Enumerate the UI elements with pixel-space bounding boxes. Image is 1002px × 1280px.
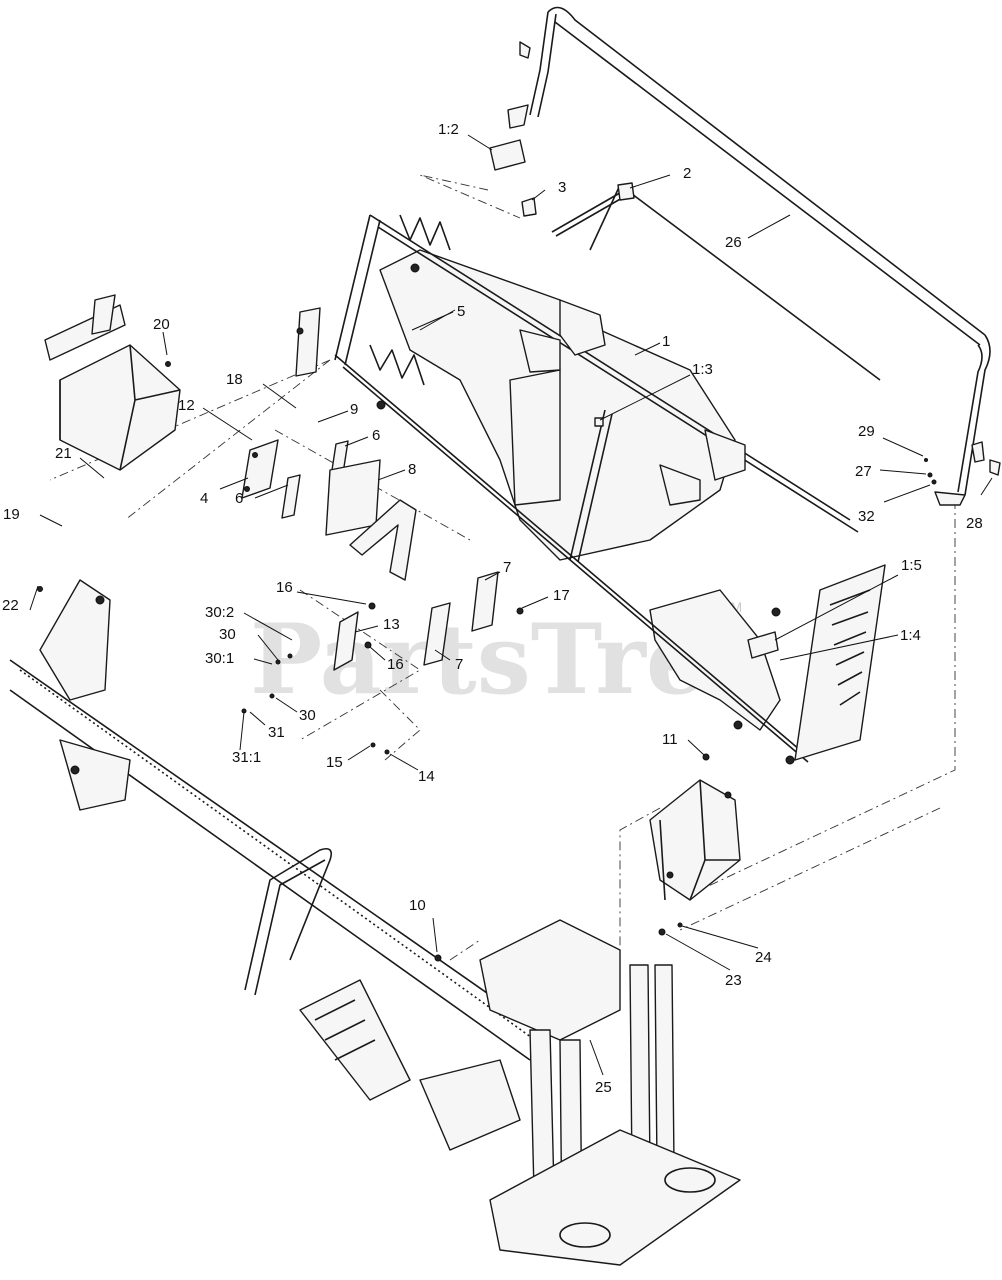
rod-2 (551, 189, 626, 233)
callout-30b: 30 (299, 707, 316, 724)
callout-25: 25 (595, 1079, 612, 1096)
callout-27: 27 (855, 463, 872, 480)
callout-5: 5 (457, 303, 465, 320)
callout-30-2: 30:2 (205, 604, 234, 621)
callout-32: 32 (858, 508, 875, 525)
callout-28: 28 (966, 515, 983, 532)
callout-11: 11 (662, 731, 678, 748)
plate-7b (423, 602, 451, 666)
callout-16b: 16 (387, 656, 404, 673)
callout-7a: 7 (503, 559, 511, 576)
callout-6b: 6 (235, 490, 243, 507)
plate-4 (241, 439, 279, 499)
callout-15: 15 (326, 754, 343, 771)
phantom-lines (49, 174, 956, 961)
callout-1: 1 (662, 333, 670, 350)
callout-31: 31 (268, 724, 285, 741)
callout-26: 26 (725, 234, 742, 251)
callout-16a: 16 (276, 579, 293, 596)
left-bracket-parts (37, 307, 524, 755)
callout-1-2: 1:2 (438, 121, 459, 138)
callout-labels: 1:2 3 2 26 1 1:3 18 12 9 6 8 4 6 5 21 19… (2, 121, 983, 1096)
callout-1-3: 1:3 (692, 361, 713, 378)
top-small-parts (489, 139, 635, 237)
callout-2: 2 (683, 165, 691, 182)
callout-13: 13 (383, 616, 400, 633)
callout-19: 19 (3, 506, 20, 523)
clip-3 (521, 197, 537, 217)
callout-24: 24 (755, 949, 772, 966)
callout-20: 20 (153, 316, 170, 333)
callout-30a: 30 (219, 626, 236, 643)
callout-18: 18 (226, 371, 243, 388)
callout-23: 23 (725, 972, 742, 989)
plate-7a (471, 571, 499, 632)
plate-21 (91, 294, 116, 335)
bucket-frame (334, 184, 886, 765)
callout-21: 21 (55, 445, 72, 462)
callout-22: 22 (2, 597, 19, 614)
callout-30-1: 30:1 (205, 650, 234, 667)
callout-1-5: 1:5 (901, 557, 922, 574)
callout-12: 12 (178, 397, 195, 414)
plate-9 (295, 307, 321, 377)
callout-1-4: 1:4 (900, 627, 921, 644)
decal-1-2 (489, 139, 526, 171)
callout-14: 14 (418, 768, 435, 785)
callout-8: 8 (408, 461, 416, 478)
callout-17: 17 (553, 587, 570, 604)
mount-bracket-11 (649, 753, 741, 901)
callout-3: 3 (558, 179, 566, 196)
callout-10: 10 (409, 897, 426, 914)
callout-31-1: 31:1 (232, 749, 261, 766)
right-small-parts (924, 458, 1001, 485)
base-tower (434, 919, 741, 1266)
plate-8 (325, 459, 381, 536)
chassis-rail (9, 659, 541, 1151)
callout-4: 4 (200, 490, 208, 507)
arm-13 (333, 611, 359, 671)
decals (747, 631, 779, 659)
callout-9: 9 (350, 401, 358, 418)
left-carriage (39, 294, 181, 701)
callout-6a: 6 (372, 427, 380, 444)
callout-7b: 7 (455, 656, 463, 673)
leader-lines (29, 134, 993, 1076)
strip-6b (281, 474, 301, 519)
callout-29: 29 (858, 423, 875, 440)
bracket-5 (349, 499, 417, 581)
handle-bar (507, 6, 991, 506)
